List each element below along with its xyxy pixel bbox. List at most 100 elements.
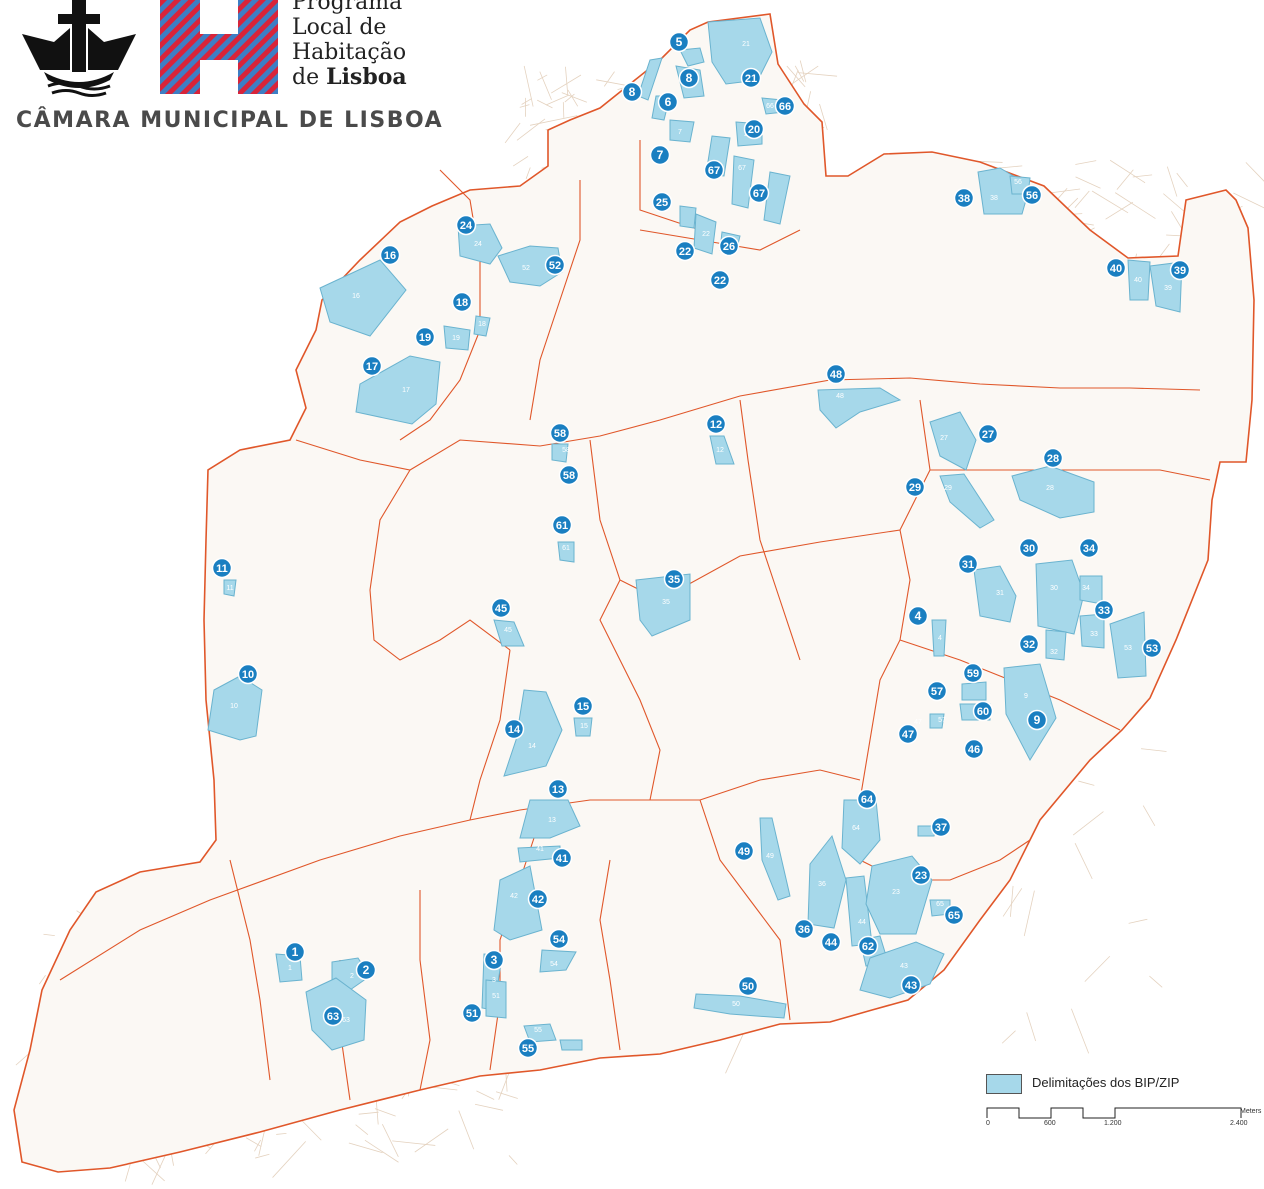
street-segment — [519, 104, 530, 108]
scale-bar-graphic — [986, 1107, 1242, 1119]
zone-marker-circle — [1078, 537, 1100, 559]
zone-marker-circle — [1141, 637, 1163, 659]
street-segment — [355, 1124, 369, 1135]
street-segment — [1075, 160, 1097, 165]
street-segment — [512, 156, 529, 167]
zone-22 — [693, 213, 717, 255]
zone-marker-23: 23 — [910, 864, 932, 886]
street-segment — [799, 60, 807, 83]
zone-marker-label: 57 — [931, 686, 943, 698]
street-segment — [516, 118, 546, 141]
zone-marker-label: 22 — [679, 246, 691, 258]
zone-marker-circle — [461, 1002, 483, 1024]
street-segment — [414, 1128, 449, 1153]
zone-marker-label: 49 — [738, 846, 750, 858]
zone-marker-label: 63 — [327, 1011, 339, 1023]
zone-inner-label-48: 48 — [836, 393, 844, 400]
zone-inner-label-66: 66 — [766, 103, 774, 110]
zone-inner-label-4: 4 — [938, 635, 942, 642]
zone-16 — [319, 259, 407, 337]
zone-inner-label-47: 47 — [914, 719, 922, 726]
street-segment — [564, 93, 575, 103]
zone-marker-circle — [379, 244, 401, 266]
zone-marker-circle — [651, 191, 673, 213]
zone-67c — [763, 171, 791, 225]
zone-45 — [493, 619, 525, 647]
street-segment — [272, 1141, 307, 1178]
zone-marker-circle — [900, 974, 922, 996]
zone-11 — [223, 579, 237, 597]
zone-marker-22: 22 — [709, 269, 731, 291]
zone-marker-label: 27 — [982, 429, 994, 441]
street-segment — [1072, 811, 1104, 836]
zone-marker-label: 14 — [508, 724, 521, 736]
zone-marker-circle — [414, 326, 436, 348]
zone-marker-circle — [548, 928, 570, 950]
zone-inner-label-27: 27 — [940, 435, 948, 442]
zone-marker-58: 58 — [549, 422, 571, 444]
zone-marker-label: 61 — [556, 520, 568, 532]
plh-logo-mark — [160, 0, 278, 94]
zone-marker-47: 47 — [897, 723, 919, 745]
zone-marker-label: 62 — [862, 941, 874, 953]
zone-inner-label-14: 14 — [528, 743, 536, 750]
street-segment — [1109, 159, 1146, 184]
zone-marker-28: 28 — [1042, 447, 1064, 469]
street-segment — [523, 65, 534, 107]
zone-marker-12: 12 — [705, 413, 727, 435]
street-segment — [529, 115, 578, 126]
zone-marker-label: 33 — [1098, 605, 1110, 617]
zone-inner-label-49: 49 — [766, 853, 774, 860]
street-segment — [562, 102, 565, 118]
zone-36 — [807, 834, 847, 929]
zone-marker-label: 29 — [909, 482, 921, 494]
bip-zip-zones — [207, 17, 1183, 1051]
zone-67b — [731, 155, 755, 209]
street-segment — [1128, 918, 1148, 924]
zone-inner-label-58: 58 — [562, 447, 570, 454]
zone-inner-label-31: 31 — [996, 590, 1004, 597]
zone-marker-49: 49 — [733, 840, 755, 862]
zone-marker-circle — [930, 816, 952, 838]
zone-marker-63: 63 — [322, 1005, 344, 1027]
zone-marker-circle — [910, 864, 932, 886]
zone-marker-4: 4 — [907, 605, 929, 627]
zone-marker-circle — [733, 840, 755, 862]
zone-marker-circle — [544, 254, 566, 276]
zone-14 — [503, 689, 563, 777]
street-segment — [565, 66, 569, 95]
zone-15 — [573, 717, 593, 737]
street-segment — [819, 103, 828, 131]
zone-marker-label: 3 — [491, 953, 498, 967]
zone-marker-label: 36 — [798, 924, 810, 936]
zone-marker-circle — [1021, 184, 1043, 206]
zone-marker-label: 60 — [977, 706, 989, 718]
zone-inner-label-19: 19 — [452, 335, 460, 342]
zone-marker-label: 55 — [522, 1043, 534, 1055]
zone-inner-label-67: 67 — [738, 165, 746, 172]
zone-marker-circle — [825, 363, 847, 385]
zone-marker-circle — [527, 888, 549, 910]
zone-marker-circle — [703, 159, 725, 181]
zone-marker-label: 38 — [958, 193, 970, 205]
zone-marker-circle — [1018, 537, 1040, 559]
zone-marker-43: 43 — [900, 974, 922, 996]
zone-marker-circle — [856, 788, 878, 810]
zone-inner-label-10: 10 — [230, 703, 238, 710]
zone-marker-circle — [322, 1005, 344, 1027]
zone-marker-52: 52 — [544, 254, 566, 276]
logo-title-line-4: de Lisboa — [292, 65, 407, 91]
zone-marker-label: 35 — [668, 574, 680, 586]
zone-marker-label: 39 — [1174, 265, 1186, 277]
zone-marker-19: 19 — [414, 326, 436, 348]
zone-inner-label-57: 57 — [938, 717, 946, 724]
zone-marker-label: 52 — [549, 260, 561, 272]
street-segment — [521, 98, 532, 105]
street-segment — [1091, 190, 1129, 214]
zone-27 — [929, 411, 977, 471]
street-segment — [545, 94, 569, 106]
zone-57 — [929, 713, 945, 729]
scale-label-600: 600 — [1044, 1120, 1056, 1127]
zone-marker-circle — [355, 959, 377, 981]
zone-marker-5: 5 — [668, 31, 690, 53]
